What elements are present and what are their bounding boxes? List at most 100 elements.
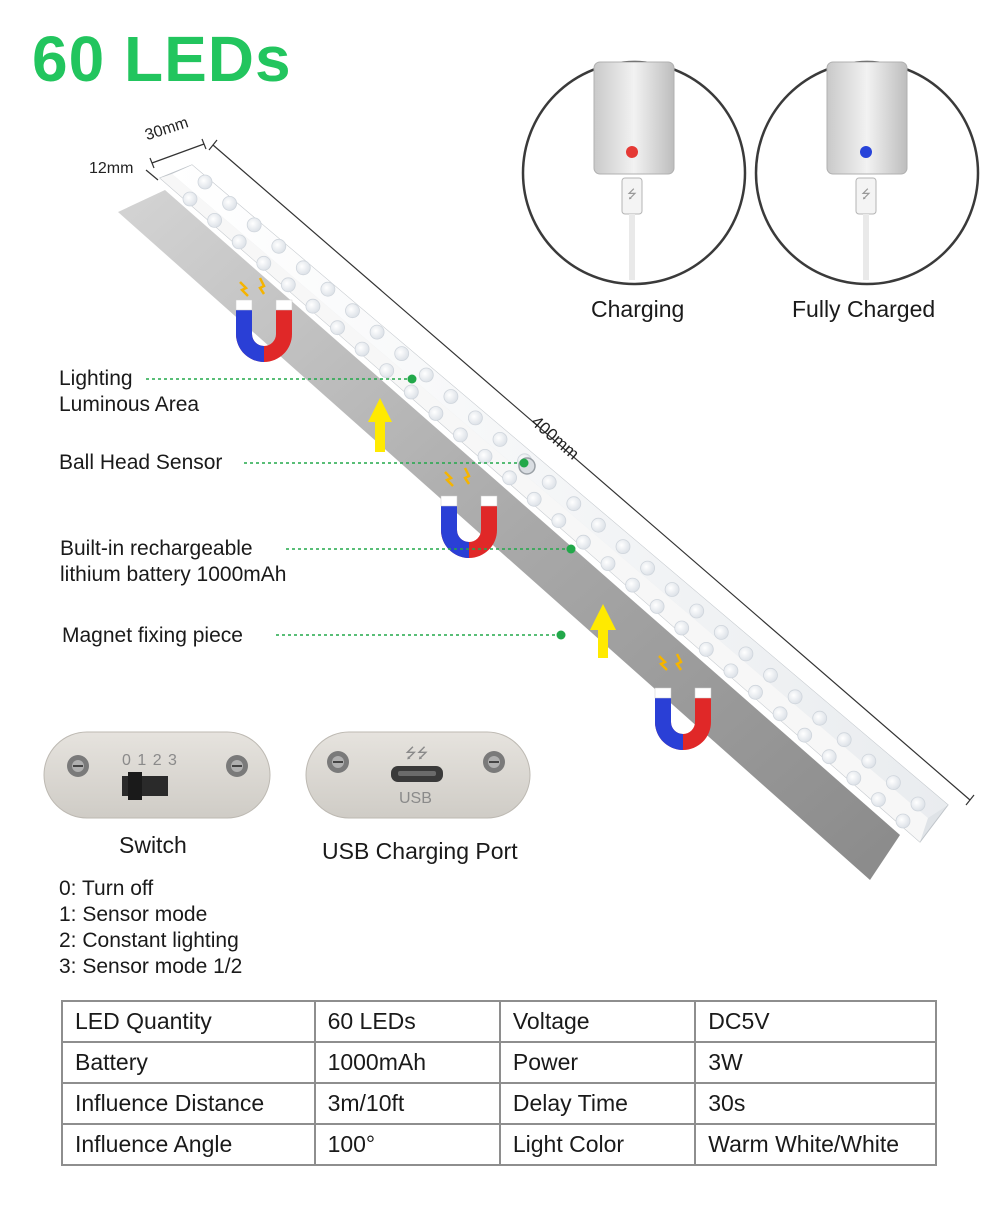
charging-label: Charging: [591, 296, 685, 322]
spec-name: Voltage: [498, 1000, 697, 1043]
usb-panel: ⭍⭍: [305, 731, 531, 819]
magnet-icon: [235, 277, 293, 362]
led-dot: [615, 539, 631, 554]
usb-symbol-icon: ⭍⭍: [405, 746, 428, 762]
led-dot: [591, 517, 606, 533]
spec-name: Power: [498, 1041, 697, 1084]
led-dot: [674, 620, 690, 636]
led-strip: [159, 164, 949, 843]
led-dot: [369, 324, 385, 340]
callout-magnet-fixing: Magnet fixing piece: [62, 623, 243, 649]
led-dot: [207, 212, 223, 228]
led-dot: [836, 732, 852, 748]
callout-line2: Luminous Area: [59, 393, 200, 416]
led-dot: [271, 238, 287, 254]
switch-caption: Switch: [119, 832, 187, 858]
magnet-icon: [440, 467, 498, 558]
switch-positions-label: 0 1 2 3: [122, 752, 178, 769]
led-dot: [895, 813, 911, 829]
callout-lines: [146, 378, 570, 636]
spec-name: LED Quantity: [61, 1000, 316, 1043]
spec-value: 100°: [313, 1123, 501, 1166]
led-dot: [787, 689, 803, 705]
led-dot: [689, 603, 705, 619]
led-dot: [394, 346, 410, 362]
led-dot: [600, 556, 616, 571]
led-array: [182, 174, 926, 829]
led-dot: [871, 792, 886, 807]
led-dot: [797, 727, 813, 743]
magnet-icon: [654, 653, 712, 750]
led-dot: [910, 796, 926, 812]
led-dot: [772, 706, 788, 722]
callout-line1: Magnet fixing piece: [62, 624, 243, 647]
mode-item: 3: Sensor mode 1/2: [59, 955, 243, 978]
led-dot: [428, 406, 444, 421]
callout-line2: lithium battery 1000mAh: [60, 563, 287, 586]
callout-line1: Lighting: [59, 367, 133, 390]
page-title: 60 LEDs: [32, 23, 292, 95]
spec-name: Delay Time: [498, 1082, 697, 1125]
usb-charging-port-caption: USB Charging Port: [322, 838, 518, 864]
spec-name: Influence Distance: [61, 1082, 316, 1125]
spec-value: 30s: [694, 1082, 937, 1125]
led-dot: [640, 560, 655, 576]
callout-dots: [407, 374, 576, 640]
up-arrow-icon: [368, 398, 392, 452]
led-dot: [551, 513, 567, 529]
led-dot: [625, 577, 640, 593]
led-dot: [492, 431, 508, 447]
led-dot: [443, 389, 459, 404]
led-dot: [821, 749, 837, 765]
led-dot: [763, 667, 778, 683]
spec-value: 3W: [694, 1041, 937, 1084]
led-dot: [403, 384, 419, 400]
height-dimension-label: 12mm: [89, 160, 134, 177]
table-row: Influence Angle 100° Light Color Warm Wh…: [61, 1123, 937, 1166]
charging-indicator: ⭍: [521, 60, 747, 286]
spec-table: LED Quantity 60 LEDs Voltage DC5V Batter…: [61, 1000, 937, 1166]
table-row: Battery 1000mAh Power 3W: [61, 1041, 937, 1084]
led-dot: [256, 255, 272, 271]
spec-name: Influence Angle: [61, 1123, 316, 1166]
switch-mode-list: 0: Turn off 1: Sensor mode 2: Constant l…: [59, 876, 242, 980]
led-dot: [698, 642, 714, 657]
led-dot: [664, 582, 680, 597]
led-dot: [576, 534, 591, 550]
callout-line1: Built-in rechargeable: [60, 537, 253, 560]
mode-item: 1: Sensor mode: [59, 903, 208, 926]
led-dot: [886, 775, 901, 790]
svg-text:⭍: ⭍: [627, 187, 637, 201]
led-dot: [330, 320, 345, 336]
led-dot: [222, 195, 238, 211]
led-dot: [738, 646, 754, 662]
callout-line1: Ball Head Sensor: [59, 451, 223, 474]
led-dot: [748, 684, 763, 700]
dimension-lines: [145, 138, 975, 806]
fully-charged-indicator: ⭍: [754, 60, 980, 286]
led-dot: [197, 174, 213, 190]
spec-name: Battery: [61, 1041, 316, 1084]
switch-panel: [43, 731, 271, 819]
led-dot: [477, 448, 493, 464]
led-dot: [354, 341, 370, 357]
spec-value: Warm White/White: [694, 1123, 937, 1166]
svg-text:⭍: ⭍: [861, 187, 871, 201]
led-dot: [295, 260, 311, 276]
led-dot: [231, 234, 247, 250]
led-dot: [541, 474, 557, 490]
led-dot: [345, 303, 360, 319]
led-dot: [526, 491, 542, 507]
spec-value: 3m/10ft: [313, 1082, 501, 1125]
spec-value: 1000mAh: [313, 1041, 501, 1084]
led-dot: [649, 599, 665, 614]
mode-item: 2: Constant lighting: [59, 929, 239, 952]
table-row: LED Quantity 60 LEDs Voltage DC5V: [61, 1000, 937, 1043]
led-dot: [861, 753, 877, 769]
led-dot: [723, 663, 739, 679]
callout-lighting-area: Lighting Luminous Area: [59, 366, 199, 418]
led-dot: [379, 363, 395, 379]
spec-value: DC5V: [694, 1000, 937, 1043]
callout-ball-head-sensor: Ball Head Sensor: [59, 450, 222, 476]
table-row: Influence Distance 3m/10ft Delay Time 30…: [61, 1082, 937, 1125]
